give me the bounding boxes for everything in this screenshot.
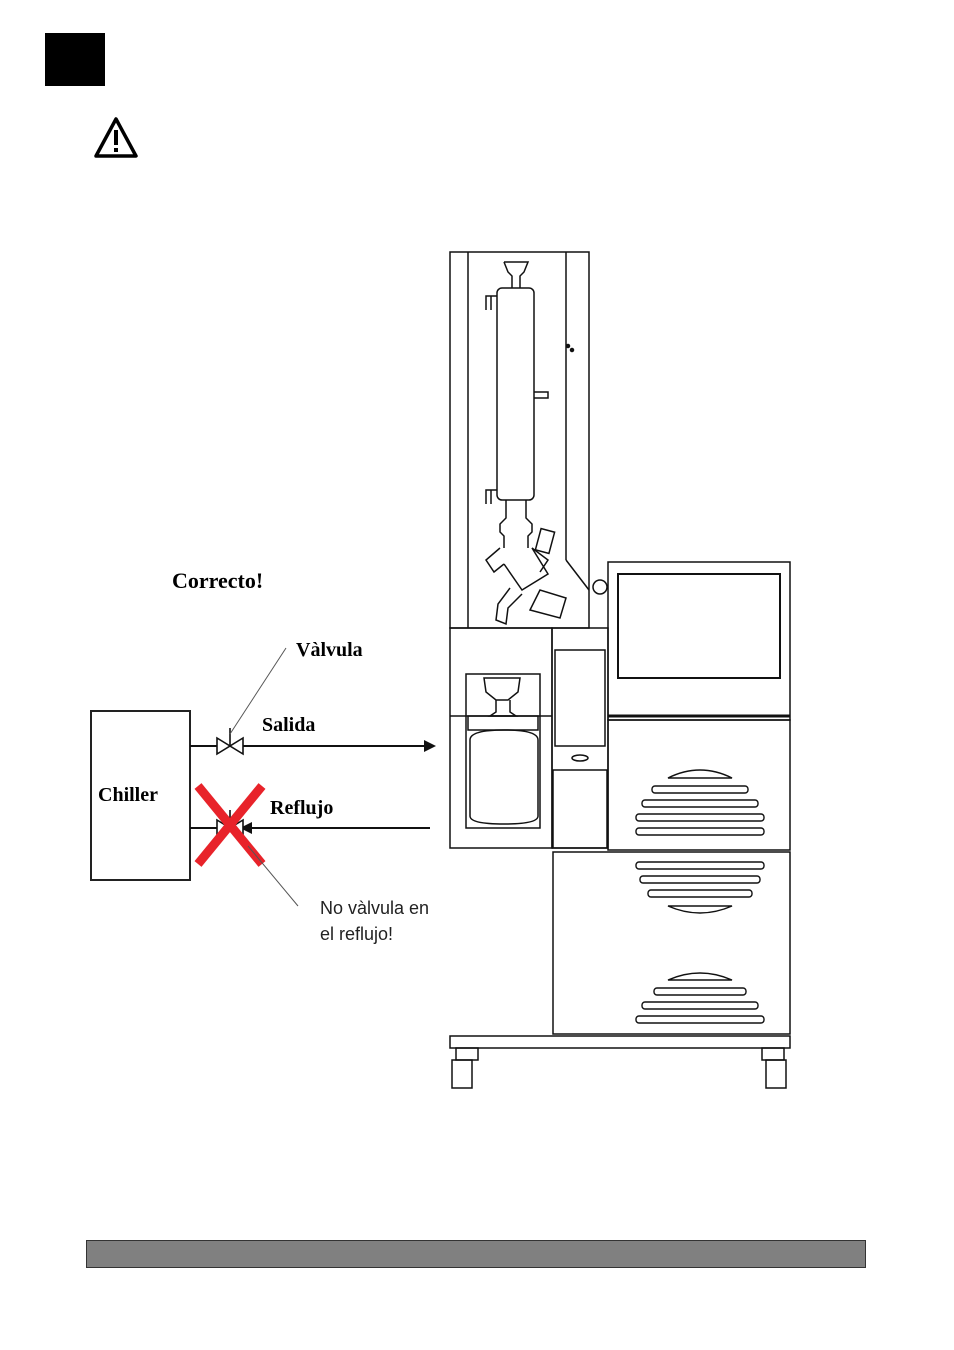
vent-grille (635, 769, 765, 914)
valve-icon (216, 728, 244, 756)
footer-bar (86, 1240, 866, 1268)
correct-label: Correcto! (172, 568, 263, 593)
outlet-label: Salida (262, 714, 315, 736)
note-line-2: el reflujo! (320, 924, 393, 944)
valve-label: Vàlvula (296, 639, 363, 661)
return-label: Reflujo (270, 797, 333, 819)
outlet-arrow (424, 740, 436, 752)
note-leader-line (247, 845, 299, 907)
red-cross-icon (194, 783, 266, 867)
section-marker-block (45, 33, 105, 86)
chiller-box (90, 710, 191, 881)
chiller-label: Chiller (98, 784, 158, 806)
reactor-apparatus-drawing (449, 251, 791, 1089)
vent-grille-lower (635, 972, 765, 1024)
note-line-1: No vàlvula en (320, 898, 429, 918)
return-arrow (240, 822, 252, 834)
valve-leader-line (229, 647, 287, 735)
warning-triangle-icon (94, 117, 138, 158)
